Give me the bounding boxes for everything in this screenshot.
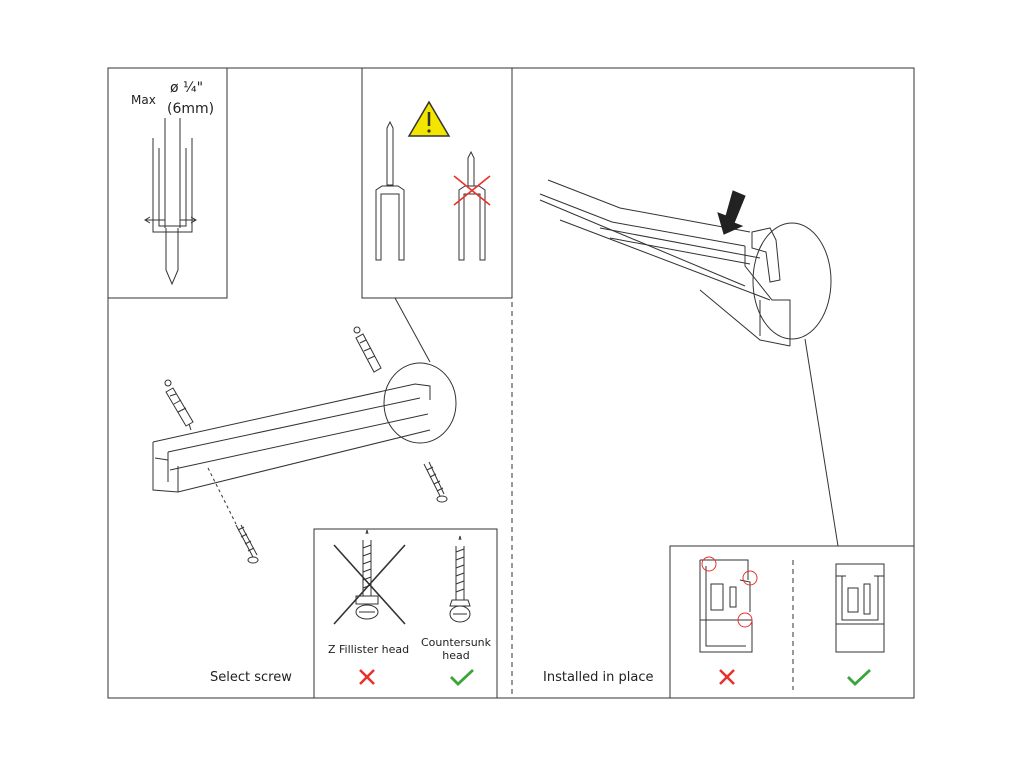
select-screw-caption: Select screw bbox=[210, 670, 292, 685]
red-x-icon-right bbox=[719, 669, 735, 685]
countersunk-head-label: Countersunk head bbox=[421, 636, 492, 662]
magnifier-circle bbox=[383, 362, 457, 444]
warning-triangle-icon bbox=[407, 100, 451, 137]
diameter-mm-label: (6mm) bbox=[167, 101, 215, 117]
inset-warning bbox=[361, 67, 513, 299]
diameter-label: ø ¼" bbox=[170, 80, 204, 96]
installed-compare-box bbox=[669, 545, 915, 699]
wall-anchor-right bbox=[353, 326, 382, 373]
fillister-screw-drawing bbox=[333, 529, 406, 625]
screw-bottom-right bbox=[423, 461, 448, 503]
profile-section-drawing bbox=[144, 118, 197, 286]
inset-max-diameter bbox=[107, 67, 228, 299]
magnifier-circle-right bbox=[752, 222, 832, 340]
countersunk-screw-drawing bbox=[449, 535, 471, 623]
wrong-profile-drawing bbox=[453, 150, 491, 261]
fillister-head-label: Z Fillister head bbox=[328, 643, 410, 656]
channel-insert-perspective bbox=[539, 179, 791, 347]
correct-profile-drawing bbox=[375, 120, 405, 261]
channel-profile-perspective bbox=[152, 383, 431, 493]
green-check-icon-right bbox=[847, 668, 871, 686]
down-arrow-icon bbox=[717, 190, 746, 235]
red-x-icon bbox=[359, 669, 375, 685]
screw-bottom-left bbox=[207, 467, 259, 564]
max-label: Max bbox=[131, 93, 156, 107]
screw-select-box bbox=[313, 528, 498, 699]
installed-in-place-caption: Installed in place bbox=[543, 670, 654, 685]
correct-installation-drawing bbox=[835, 563, 885, 653]
outer-frame bbox=[107, 67, 915, 699]
green-check-icon bbox=[450, 668, 474, 686]
wall-anchor-left bbox=[164, 379, 194, 431]
wrong-installation-drawing bbox=[699, 556, 758, 653]
